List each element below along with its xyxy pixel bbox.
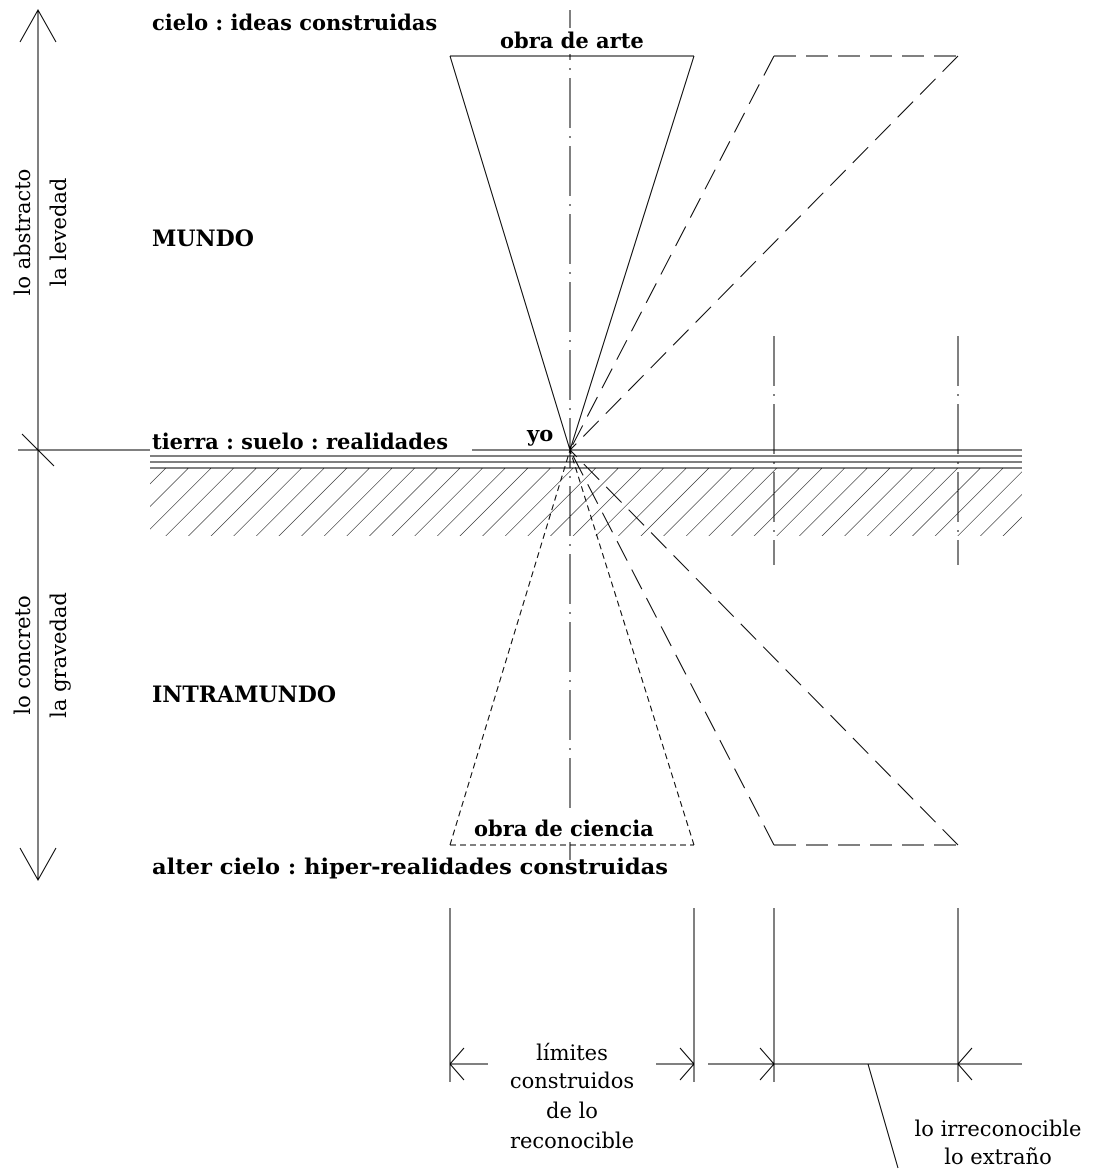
alter-cielo-label: alter cielo : hiper-realidades construid… xyxy=(152,854,668,879)
intramundo-label: INTRAMUNDO xyxy=(152,682,336,708)
art-cone xyxy=(449,55,695,451)
left-bottom-label-1: lo concreto xyxy=(11,595,35,714)
left-axis xyxy=(18,8,146,882)
obra-ciencia-label: obra de ciencia xyxy=(474,816,654,841)
bottom-extension-lines xyxy=(449,908,959,1082)
unrecognizable-dimension xyxy=(708,1047,1022,1169)
science-cone xyxy=(449,449,695,846)
irreconocible-line-2: lo extraño xyxy=(944,1145,1051,1169)
mundo-label: MUNDO xyxy=(152,226,254,252)
limites-line-2: construidos xyxy=(510,1069,634,1093)
limites-line-3: de lo xyxy=(546,1099,598,1123)
cielo-label: cielo : ideas construidas xyxy=(152,10,437,35)
yo-label: yo xyxy=(526,421,553,446)
ground-hatch xyxy=(150,468,1022,536)
obra-arte-label: obra de arte xyxy=(500,28,644,53)
tierra-label: tierra : suelo : realidades xyxy=(152,429,448,454)
limites-line-4: reconocible xyxy=(510,1129,634,1153)
ground xyxy=(146,449,1022,536)
lower-unknown-cone xyxy=(569,449,959,846)
right-boundary-axes xyxy=(773,336,959,565)
upper-unknown-cone xyxy=(569,55,959,451)
irreconocible-line-1: lo irreconocible xyxy=(915,1117,1082,1141)
left-top-label-2: la levedad xyxy=(47,178,71,287)
left-bottom-label-2: la gravedad xyxy=(47,592,71,718)
limites-line-1: límites xyxy=(536,1041,608,1065)
left-top-label-1: lo abstracto xyxy=(11,169,35,296)
